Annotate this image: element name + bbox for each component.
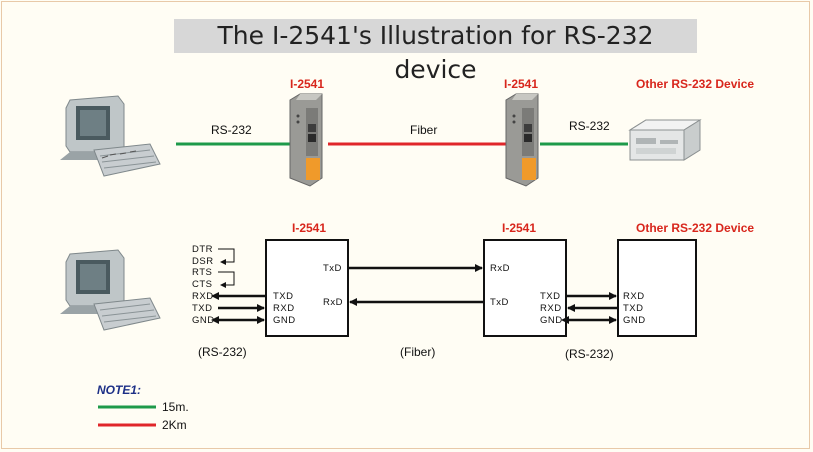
pc-computer-icon-top — [60, 95, 161, 177]
note-item-green: 15m. — [162, 400, 189, 414]
i2541-device-right — [505, 93, 539, 187]
left-box-pin-gnd: GND — [273, 315, 296, 326]
right-box-pin-txd: TXD — [540, 291, 561, 302]
pc-signal-dsr: DSR — [192, 256, 214, 267]
diagram-title: The I-2541's Illustration for RS-232 dev… — [217, 21, 654, 84]
right-box-fiber-rxd: RxD — [490, 263, 510, 274]
right-box-fiber-txd: TxD — [490, 297, 509, 308]
caption-rs232-right: (RS-232) — [565, 347, 614, 361]
i2541-box-left — [265, 239, 349, 337]
other-rs232-device-icon — [628, 119, 702, 161]
left-box-fiber-txd: TxD — [323, 263, 342, 274]
pc-signal-gnd: GND — [192, 315, 215, 326]
note-item-red: 2Km — [162, 418, 187, 432]
top-right-device-label: I-2541 — [504, 77, 539, 91]
other-device-box — [617, 239, 697, 337]
left-box-fiber-rxd: RxD — [323, 297, 343, 308]
right-box-pin-gnd: GND — [540, 315, 563, 326]
title-banner — [174, 19, 697, 53]
other-box-pin-txd: TXD — [623, 303, 644, 314]
bottom-right-box-label: I-2541 — [502, 221, 537, 235]
top-link-right-label: RS-232 — [569, 119, 610, 133]
i2541-box-right — [483, 239, 567, 337]
loopback-rts-cts — [218, 271, 235, 288]
other-box-pin-rxd: RXD — [623, 291, 645, 302]
pc-signal-txd: TXD — [192, 303, 213, 314]
top-left-device-label: I-2541 — [290, 77, 325, 91]
pc-computer-icon-bottom — [60, 249, 161, 331]
right-box-pin-rxd: RXD — [540, 303, 562, 314]
note-heading: NOTE1: — [97, 383, 142, 397]
other-box-pin-gnd: GND — [623, 315, 646, 326]
i2541-device-left — [289, 93, 323, 187]
top-link-middle-label: Fiber — [410, 123, 438, 137]
bottom-left-box-label: I-2541 — [292, 221, 327, 235]
left-box-pin-rxd: RXD — [273, 303, 295, 314]
pc-signal-cts: CTS — [192, 279, 213, 290]
caption-fiber: (Fiber) — [400, 345, 436, 359]
left-box-pin-txd: TXD — [273, 291, 294, 302]
top-other-device-label: Other RS-232 Device — [636, 77, 755, 91]
pc-signal-rxd: RXD — [192, 291, 214, 302]
pc-signal-rts: RTS — [192, 267, 213, 278]
loopback-dtr-dsr — [218, 248, 235, 265]
top-link-left-label: RS-232 — [211, 123, 252, 137]
pc-signal-dtr: DTR — [192, 244, 214, 255]
caption-rs232-left: (RS-232) — [198, 345, 247, 359]
bottom-other-box-label: Other RS-232 Device — [636, 221, 755, 235]
